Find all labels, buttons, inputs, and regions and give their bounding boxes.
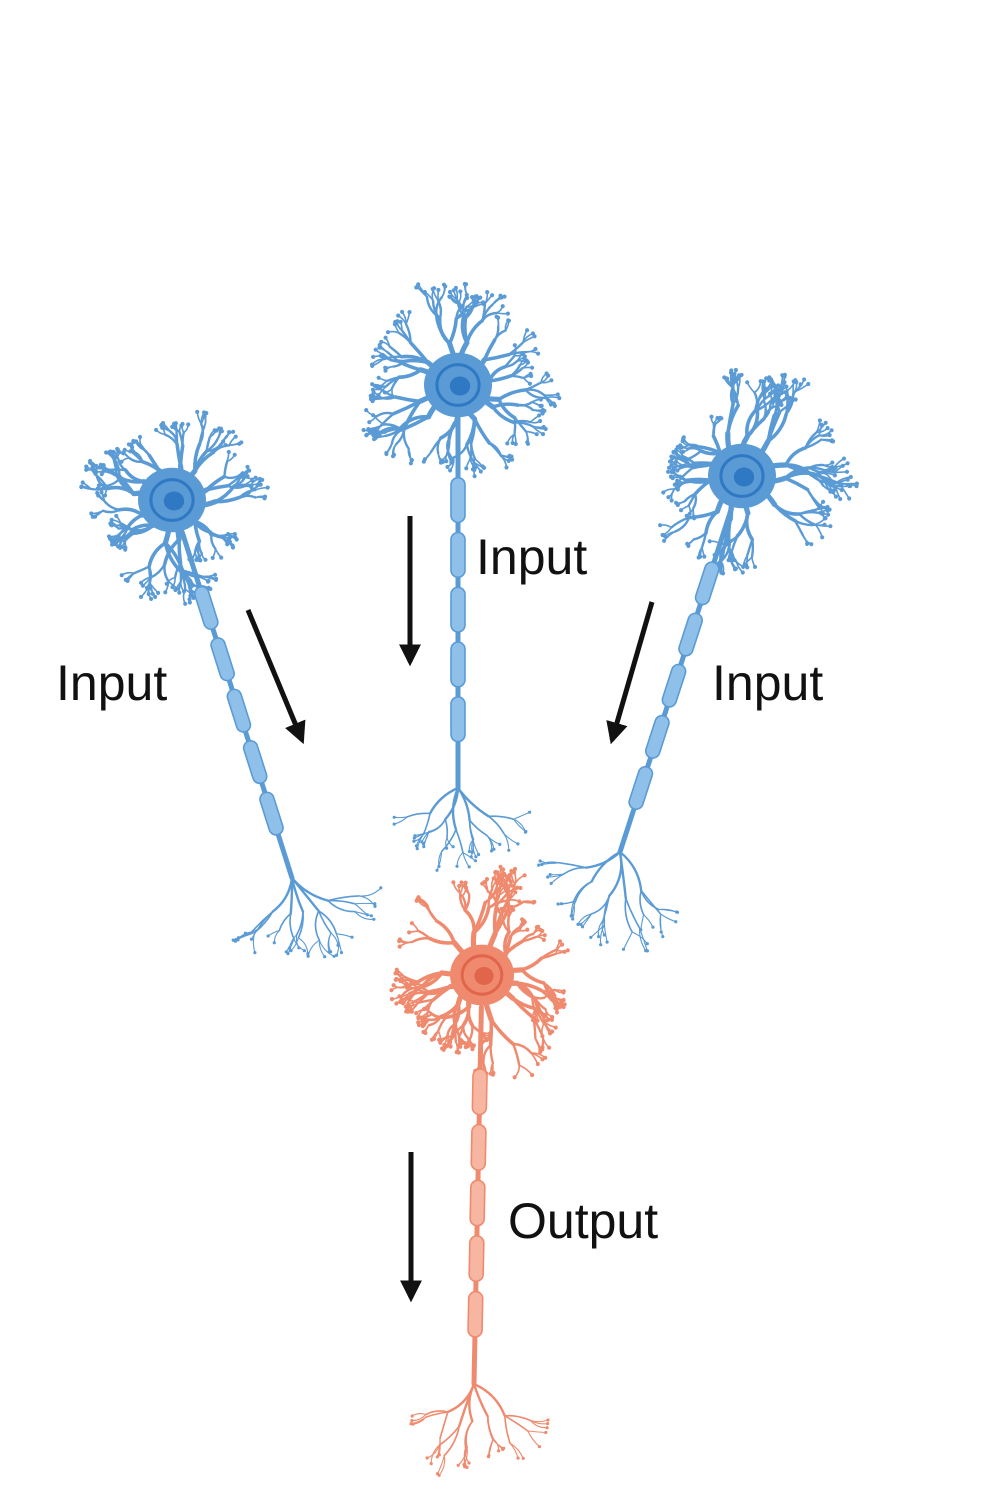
input-neuron-right	[537, 367, 859, 953]
output-neuron	[389, 864, 570, 1477]
input-neuron-left	[79, 409, 383, 959]
label-input-middle: Input	[476, 529, 587, 585]
label-input-left: Input	[56, 655, 167, 711]
input-neuron-middle	[361, 281, 562, 872]
neurons	[79, 281, 859, 1477]
label-input-right: Input	[712, 655, 823, 711]
label-output: Output	[508, 1193, 658, 1249]
arrow-input-left	[245, 609, 306, 745]
arrow-input-right	[606, 601, 655, 745]
